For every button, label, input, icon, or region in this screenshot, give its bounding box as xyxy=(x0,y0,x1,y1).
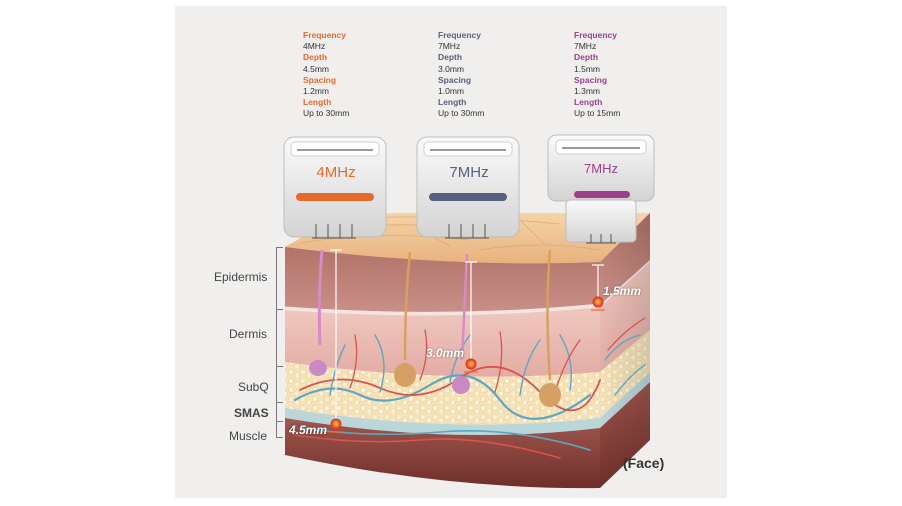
depth-label-3-0mm: 3.0mm xyxy=(426,346,465,360)
skin-block xyxy=(284,213,650,489)
subq-layer xyxy=(285,362,600,425)
layer-tick xyxy=(276,437,283,438)
spacing-value: 1.0mm xyxy=(438,86,464,97)
length-value: Up to 30mm xyxy=(438,108,485,119)
depth-marker-1-5mm xyxy=(592,296,604,308)
transducer-7mhz-deep xyxy=(416,136,520,239)
layer-label-muscle: Muscle xyxy=(229,429,268,443)
dermis-layer xyxy=(285,307,600,377)
frequency-value: 7MHz xyxy=(574,41,597,52)
layer-tick xyxy=(276,247,283,248)
frequency-key: Frequency xyxy=(303,30,346,40)
transducer-7mhz-shallow-specs: Frequency 7MHz Depth 1.5mm Spacing 1.3mm… xyxy=(574,30,620,120)
depth-key: Depth xyxy=(574,52,599,63)
transducer-7mhz-deep-specs: Frequency 7MHz Depth 3.0mm Spacing 1.0mm… xyxy=(438,30,484,120)
frequency-value: 4MHz xyxy=(303,41,326,52)
transducer-7mhz-deep-label: 7MHz xyxy=(449,164,488,181)
depth-marker-4-5mm xyxy=(330,418,342,430)
spacing-value: 1.3mm xyxy=(574,86,600,97)
spacing-key: Spacing xyxy=(303,74,337,85)
focus-lines xyxy=(330,249,604,420)
transducer-4mhz xyxy=(283,136,387,239)
layer-label-subq: SubQ xyxy=(238,380,269,394)
depth-value: 4.5mm xyxy=(303,63,329,74)
hair-follicles xyxy=(309,249,561,407)
frequency-key: Frequency xyxy=(438,30,481,40)
face-caption: (Face) xyxy=(623,455,665,471)
length-value: Up to 30mm xyxy=(303,108,350,119)
depth-key: Depth xyxy=(303,52,328,63)
frequency-key: Frequency xyxy=(574,30,617,40)
depth-label-4-5mm: 4.5mm xyxy=(289,423,328,437)
length-key: Length xyxy=(438,97,467,108)
epidermis-layer xyxy=(285,247,600,314)
depth-marker-3-0mm xyxy=(465,358,477,370)
smas-layer xyxy=(285,408,600,436)
layer-label-smas: SMAS xyxy=(234,406,269,420)
frequency-value: 7MHz xyxy=(438,41,461,52)
depth-label-1-5mm: 1.5mm xyxy=(603,284,642,298)
layer-tick xyxy=(276,402,283,403)
length-key: Length xyxy=(303,97,332,108)
layer-label-epidermis: Epidermis xyxy=(214,270,268,284)
layer-label-dermis: Dermis xyxy=(229,327,267,341)
transducer-4mhz-specs: Frequency 4MHz Depth 4.5mm Spacing 1.2mm… xyxy=(303,30,349,120)
depth-value: 1.5mm xyxy=(574,63,600,74)
layer-tick xyxy=(276,309,283,310)
transducer-7mhz-shallow-label: 7MHz xyxy=(584,161,618,176)
layer-bracket xyxy=(276,247,277,437)
length-value: Up to 15mm xyxy=(574,108,621,119)
length-key: Length xyxy=(574,97,603,108)
muscle-layer xyxy=(285,418,600,489)
depth-value: 3.0mm xyxy=(438,63,464,74)
layer-tick xyxy=(276,421,283,422)
depth-key: Depth xyxy=(438,52,463,63)
layer-tick xyxy=(276,366,283,367)
spacing-value: 1.2mm xyxy=(303,86,329,97)
spacing-key: Spacing xyxy=(438,74,472,85)
spacing-key: Spacing xyxy=(574,74,608,85)
transducer-7mhz-shallow xyxy=(547,134,655,244)
transducer-4mhz-label: 4MHz xyxy=(316,164,355,181)
